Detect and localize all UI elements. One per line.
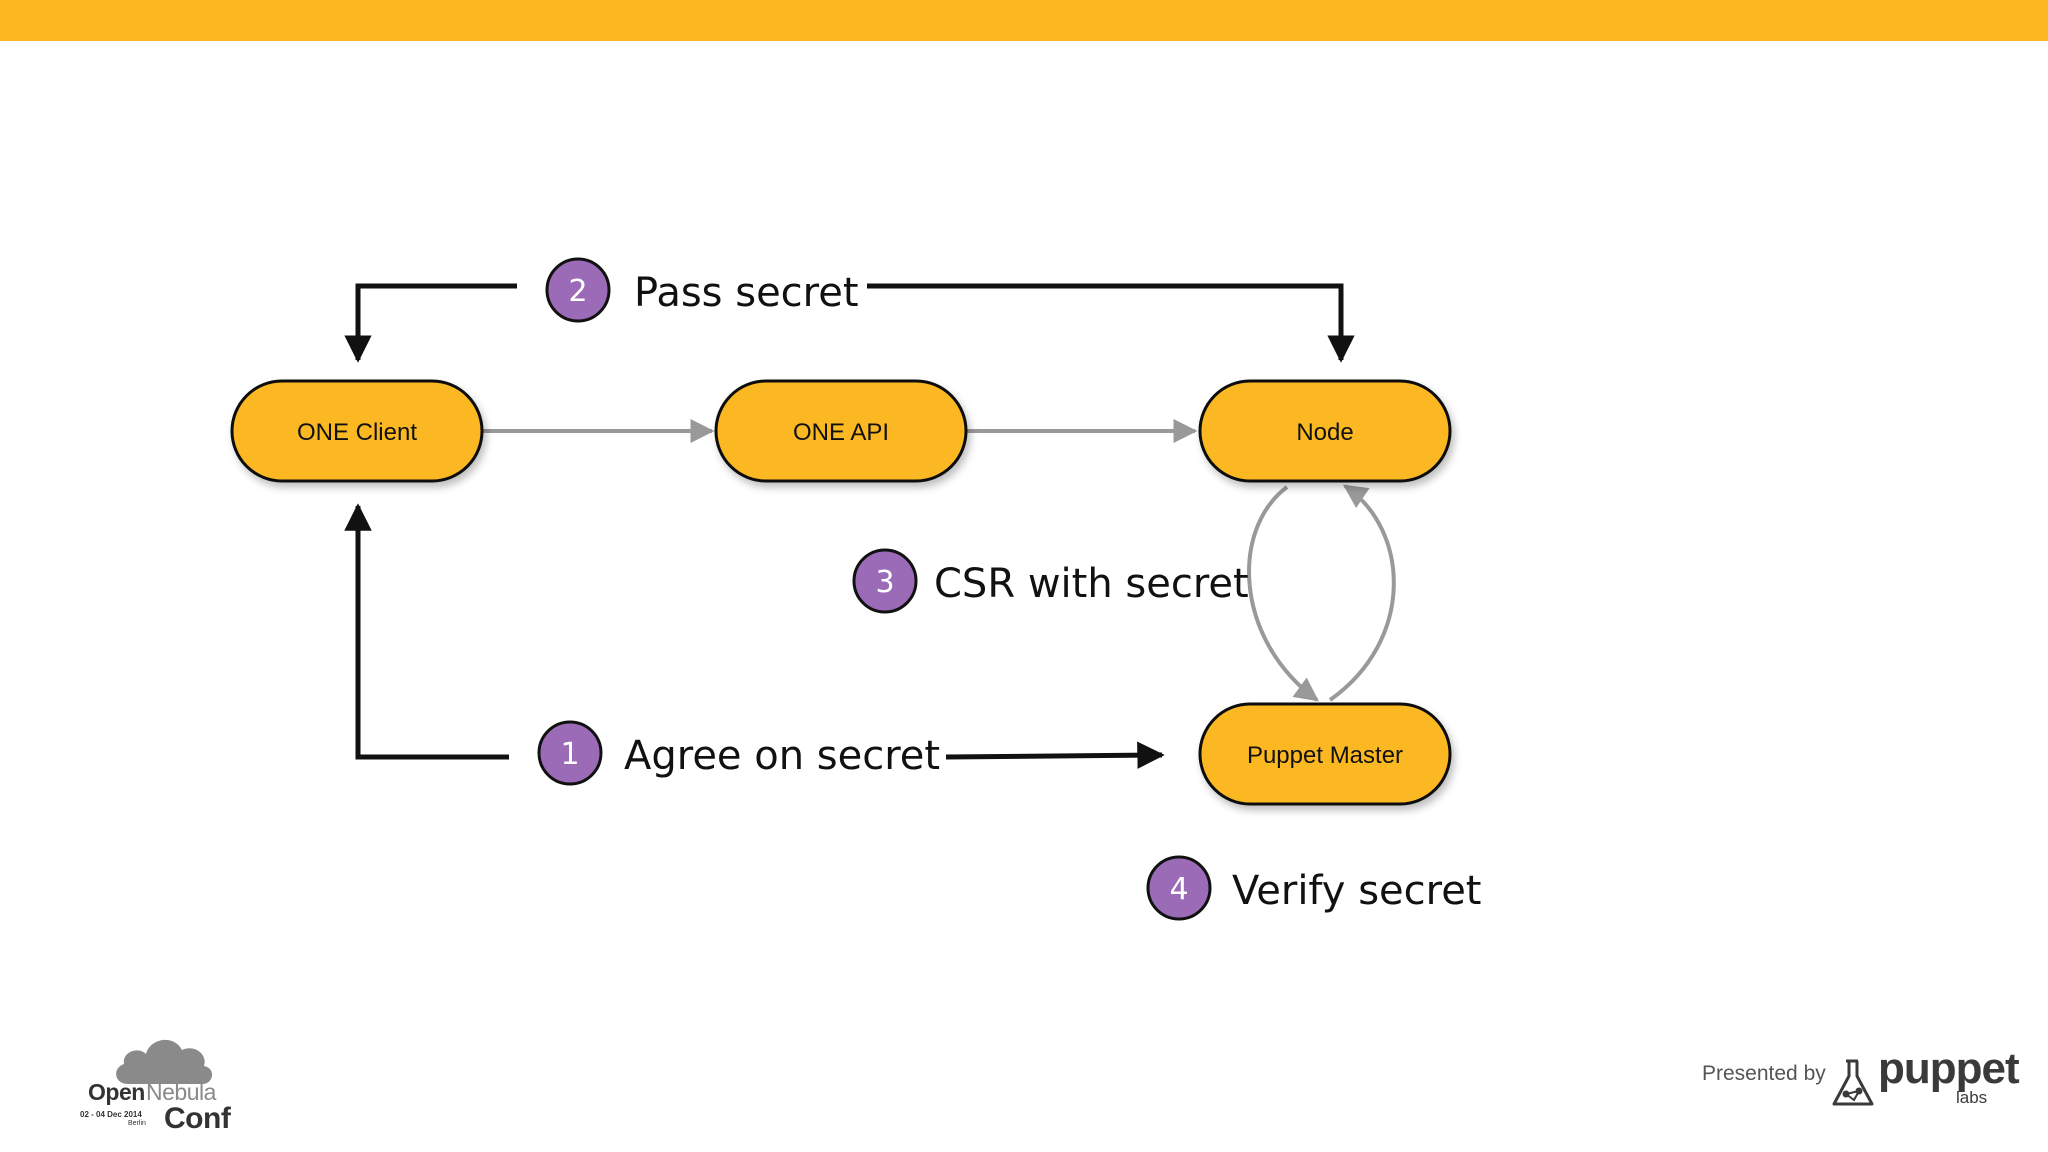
node-node: Node bbox=[1198, 379, 1452, 483]
step-2-badge bbox=[545, 257, 611, 323]
node-one-api-label: ONE API bbox=[793, 419, 889, 446]
node-one-client: ONE Client bbox=[230, 379, 484, 483]
step-2-label: Pass secret bbox=[634, 270, 859, 316]
top-accent-bar bbox=[0, 0, 2048, 41]
cloud-icon bbox=[116, 1039, 213, 1084]
logo-city-text: Berlin bbox=[128, 1120, 146, 1127]
arrow-pass-secret-to-node bbox=[867, 283, 1355, 363]
arrow-agree-secret-to-client bbox=[344, 503, 509, 760]
logo-open-text: Open bbox=[88, 1079, 145, 1105]
logo-conf-text: Conf bbox=[164, 1102, 231, 1135]
puppet-flask-icon bbox=[1832, 1059, 1874, 1106]
step-3-number: 3 bbox=[875, 565, 894, 600]
step-3-label: CSR with secret bbox=[934, 561, 1249, 607]
presented-by-text: Presented by bbox=[1702, 1062, 1826, 1085]
arrow-node-to-master bbox=[1247, 485, 1319, 702]
logo-date-text: 02 - 04 Dec 2014 bbox=[80, 1110, 142, 1119]
node-one-client-label: ONE Client bbox=[297, 419, 417, 446]
step-3: 3 CSR with secret bbox=[852, 548, 1249, 614]
presented-by-block: Presented by puppet labs bbox=[1690, 1044, 2020, 1120]
step-2-number: 2 bbox=[568, 274, 587, 309]
node-puppet-master-label: Puppet Master bbox=[1247, 742, 1403, 769]
step-4: 4 Verify secret bbox=[1146, 855, 1482, 921]
step-4-number: 4 bbox=[1169, 872, 1188, 907]
logo-nebula-text: Nebula bbox=[146, 1079, 216, 1105]
labs-logo-text: labs bbox=[1956, 1088, 1988, 1107]
arrow-agree-secret-to-master bbox=[945, 741, 1165, 769]
step-1-badge bbox=[537, 720, 603, 786]
node-puppet-master: Puppet Master bbox=[1198, 702, 1452, 806]
step-3-badge bbox=[852, 548, 918, 614]
puppet-logo-text: puppet bbox=[1878, 1044, 2020, 1093]
arrow-master-to-node bbox=[1328, 484, 1396, 702]
step-4-badge bbox=[1146, 855, 1212, 921]
step-1-number: 1 bbox=[560, 737, 579, 772]
step-4-label: Verify secret bbox=[1232, 868, 1482, 914]
step-1-label: Agree on secret bbox=[624, 733, 940, 779]
node-one-api: ONE API bbox=[714, 379, 968, 483]
node-node-label: Node bbox=[1296, 419, 1353, 446]
opennebula-conf-logo: Open Nebula 02 - 04 Dec 2014 Berlin Conf bbox=[78, 1032, 248, 1135]
step-2: 2 Pass secret bbox=[545, 257, 859, 323]
arrow-pass-secret-to-client bbox=[344, 283, 517, 363]
step-1: 1 Agree on secret bbox=[537, 720, 940, 786]
